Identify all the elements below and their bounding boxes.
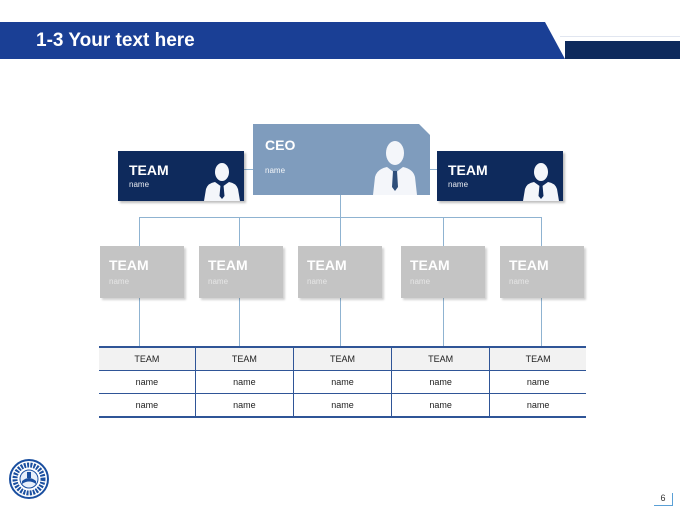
university-seal-logo — [9, 459, 49, 499]
connector-left — [244, 169, 253, 170]
ceo-box: CEO name — [253, 124, 430, 195]
team-box-5: TEAM name — [500, 246, 584, 298]
team-name: name — [509, 277, 530, 286]
team-title: TEAM — [448, 162, 488, 178]
header-accent — [565, 41, 680, 59]
table-cell: name — [99, 370, 196, 394]
team-title: TEAM — [509, 257, 549, 273]
table-cell: name — [489, 393, 586, 418]
team-title: TEAM — [129, 162, 169, 178]
table-header-cell: TEAM — [194, 346, 294, 371]
team-name: name — [129, 180, 150, 189]
table-row: name name name name name — [99, 393, 586, 418]
table-cell: name — [194, 393, 294, 418]
team-box-3: TEAM name — [298, 246, 382, 298]
team-box-4: TEAM name — [401, 246, 485, 298]
table-cell: name — [99, 393, 196, 418]
table-header-cell: TEAM — [99, 346, 196, 371]
table-row: name name name name name — [99, 370, 586, 394]
team-box-1: TEAM name — [100, 246, 184, 298]
team-title: TEAM — [307, 257, 347, 273]
team-name: name — [109, 277, 130, 286]
table-header-cell: TEAM — [292, 346, 392, 371]
team-title: TEAM — [109, 257, 149, 273]
team-title: TEAM — [208, 257, 248, 273]
team-table: TEAM TEAM TEAM TEAM TEAM name name name … — [99, 346, 586, 418]
ceo-name: name — [265, 166, 286, 175]
table-header-cell: TEAM — [391, 346, 490, 371]
ceo-title: CEO — [265, 137, 296, 153]
table-cell: name — [489, 370, 586, 394]
person-icon — [369, 139, 421, 195]
header-divider — [560, 36, 680, 37]
table-header-cell: TEAM — [489, 346, 586, 371]
team-title: TEAM — [410, 257, 450, 273]
team-name: name — [208, 277, 229, 286]
team-box-2: TEAM name — [199, 246, 283, 298]
page-number: 6 — [654, 493, 673, 506]
table-cell: name — [391, 370, 490, 394]
team-name: name — [410, 277, 431, 286]
person-icon — [202, 161, 242, 201]
connector-ceo-down — [340, 195, 341, 217]
header-band — [0, 22, 565, 59]
team-name: name — [307, 277, 328, 286]
team-box-right: TEAM name — [437, 151, 563, 201]
person-icon — [521, 161, 561, 201]
slide-title: 1-3 Your text here — [36, 30, 195, 51]
table-cell: name — [391, 393, 490, 418]
table-cell: name — [194, 370, 294, 394]
table-cell: name — [292, 370, 392, 394]
team-name: name — [448, 180, 469, 189]
team-box-left: TEAM name — [118, 151, 244, 201]
table-header-row: TEAM TEAM TEAM TEAM TEAM — [99, 346, 586, 371]
table-cell: name — [292, 393, 392, 418]
connector-right — [430, 169, 437, 170]
